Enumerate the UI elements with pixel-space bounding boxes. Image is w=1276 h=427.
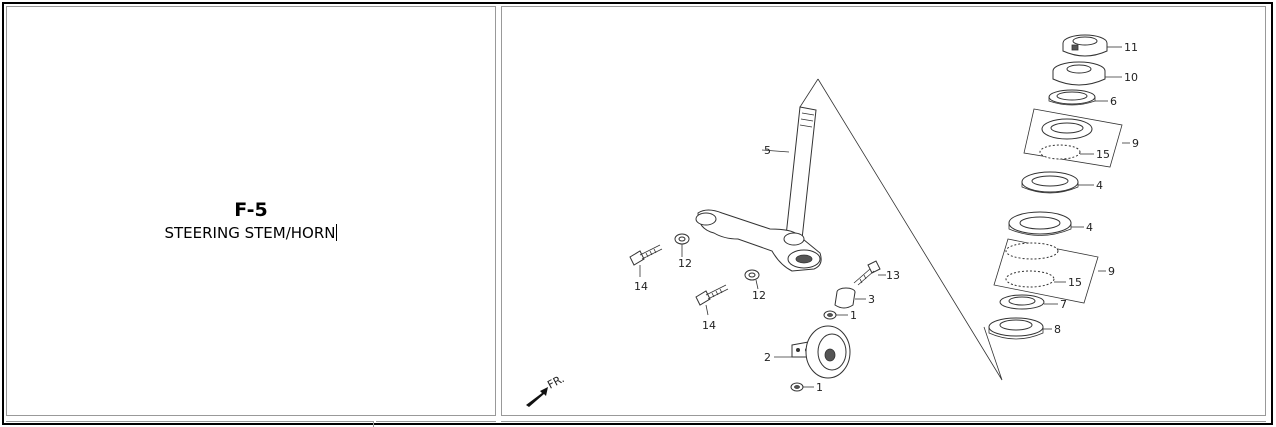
exploded-parts-diagram: 11 10 6 9 15 [526,34,1139,407]
part-9-bearing-set-upper: 9 15 [1023,108,1139,168]
callout-4-lower: 4 [1086,221,1093,234]
part-12-washer-a: 12 [674,233,692,270]
callout-12-a: 12 [678,257,692,270]
part-13-bolt: 13 [853,260,900,286]
callout-13: 13 [886,269,900,282]
part-12-washer-b: 12 [744,269,766,302]
callout-2: 2 [764,351,771,364]
callout-9-lower: 9 [1108,265,1115,278]
part-10-nut: 10 [1052,61,1138,86]
table-next-row-right [501,421,1266,427]
part-6-race: 6 [1048,89,1117,108]
callout-8: 8 [1054,323,1061,336]
part-7-dust-seal: 7 [999,294,1067,311]
figure-code: F-5 [234,199,268,221]
callout-4-upper: 4 [1096,179,1103,192]
part-1-nut-lower: 1 [790,381,823,394]
part-2-horn: 2 [764,325,851,379]
figure-title-text: STEERING STEM/HORN [164,224,336,242]
part-14-bolt-b: 14 [695,284,729,332]
table-next-row-left [6,421,374,427]
callout-3: 3 [868,293,875,306]
figure-title[interactable]: STEERING STEM/HORN [7,224,495,242]
part-4-cone-upper: 4 [1021,171,1103,194]
part-4-cone-lower: 4 [1008,211,1093,236]
callout-1-upper: 1 [850,309,857,322]
table-next-row-mid [376,421,496,427]
exploded-diagram-cell: 11 10 6 9 15 [501,6,1266,416]
front-direction-indicator: FR. [526,372,566,407]
front-label: FR. [545,372,566,391]
callout-10: 10 [1124,71,1138,84]
part-9-bearing-set-lower: 9 15 [993,238,1115,304]
assembly-guide-line [817,78,1003,381]
callout-14-b: 14 [702,319,716,332]
callout-14-a: 14 [634,280,648,293]
callout-5: 5 [764,144,771,157]
callout-15-lower: 15 [1068,276,1082,289]
figure-info-cell: F-5 STEERING STEM/HORN [6,6,496,416]
callout-15-upper: 15 [1096,148,1110,161]
callout-12-b: 12 [752,289,766,302]
part-3-collar: 3 [834,287,875,309]
callout-6: 6 [1110,95,1117,108]
front-arrow-icon [526,387,548,407]
part-1-nut-upper: 1 [823,309,857,322]
text-cursor [336,224,338,241]
part-14-bolt-a: 14 [629,244,663,293]
assembly-guide-line-top [799,78,819,108]
callout-1-lower: 1 [816,381,823,394]
part-5-steering-stem: 5 [695,106,822,272]
part-8-seal: 8 [988,317,1061,340]
callout-7: 7 [1060,298,1067,311]
part-11-lock-nut: 11 [1062,34,1138,57]
callout-9-upper: 9 [1132,137,1139,150]
callout-11: 11 [1124,41,1138,54]
